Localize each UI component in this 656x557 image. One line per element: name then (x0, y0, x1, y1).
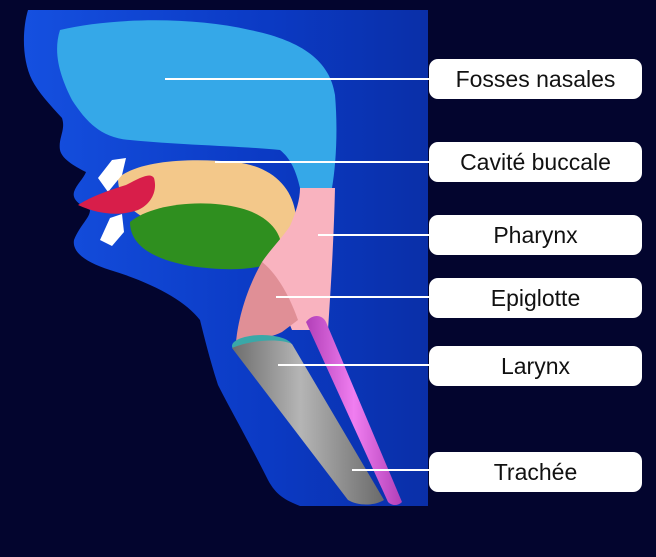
label-epiglotte: Epiglotte (429, 278, 642, 318)
label-trachee: Trachée (429, 452, 642, 492)
label-cavite-buccale: Cavité buccale (429, 142, 642, 182)
label-larynx: Larynx (429, 346, 642, 386)
label-pharynx: Pharynx (429, 215, 642, 255)
label-fosses-nasales: Fosses nasales (429, 59, 642, 99)
